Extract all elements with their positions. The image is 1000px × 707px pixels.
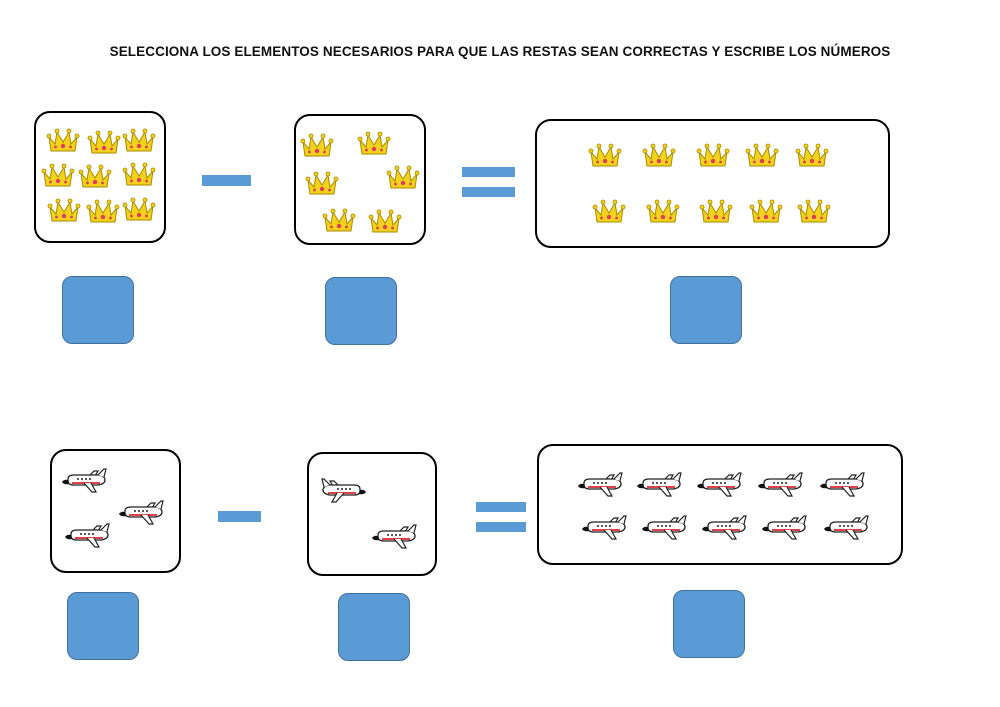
crown-minuend-answer[interactable] [62,276,134,344]
equals-sign [476,502,526,532]
crown-icon [47,196,81,224]
crown-option-icon[interactable] [745,141,779,169]
airplane-option-icon[interactable] [756,472,803,498]
minus-sign [218,511,261,522]
minus-sign [202,175,251,186]
airplane-option-icon[interactable] [822,515,869,541]
crown-icon [357,129,391,157]
crown-icon [122,126,156,154]
airplane-option-icon[interactable] [695,472,742,498]
crown-option-icon[interactable] [642,141,676,169]
airplane-minuend-answer[interactable] [67,592,139,660]
crown-icon [122,195,156,223]
airplane-option-icon[interactable] [635,472,682,498]
crown-option-icon[interactable] [749,197,783,225]
crown-option-icon[interactable] [797,197,831,225]
crown-subtrahend-answer[interactable] [325,277,397,345]
airplane-option-icon[interactable] [700,515,747,541]
crown-icon [386,163,420,191]
airplane-option-icon[interactable] [760,515,807,541]
airplane-icon [321,478,368,504]
crown-icon [122,160,156,188]
airplane-option-icon[interactable] [640,515,687,541]
airplane-icon [60,468,107,494]
airplane-option-icon[interactable] [580,515,627,541]
crown-icon [300,131,334,159]
airplane-options-box [537,444,903,565]
airplane-icon [63,523,110,549]
crown-icon [368,207,402,235]
airplane-icon [117,500,164,526]
airplane-result-answer[interactable] [673,590,745,658]
airplane-subtrahend-answer[interactable] [338,593,410,661]
airplane-option-icon[interactable] [818,472,865,498]
crown-option-icon[interactable] [699,197,733,225]
crown-option-icon[interactable] [588,141,622,169]
crown-option-icon[interactable] [795,141,829,169]
crown-result-answer[interactable] [670,276,742,344]
crown-icon [322,206,356,234]
instruction-title: SELECCIONA LOS ELEMENTOS NECESARIOS PARA… [109,44,891,59]
equals-sign [462,167,515,199]
crown-option-icon[interactable] [592,197,626,225]
crown-option-icon[interactable] [696,141,730,169]
airplane-option-icon[interactable] [576,472,623,498]
crown-icon [41,161,75,189]
crown-icon [46,126,80,154]
crown-icon [87,128,121,156]
crown-options-box [535,119,890,248]
airplane-subtrahend-box [307,452,437,576]
crown-option-icon[interactable] [646,197,680,225]
crown-icon [305,169,339,197]
crown-icon [78,162,112,190]
crown-icon [86,197,120,225]
airplane-icon [370,524,417,550]
